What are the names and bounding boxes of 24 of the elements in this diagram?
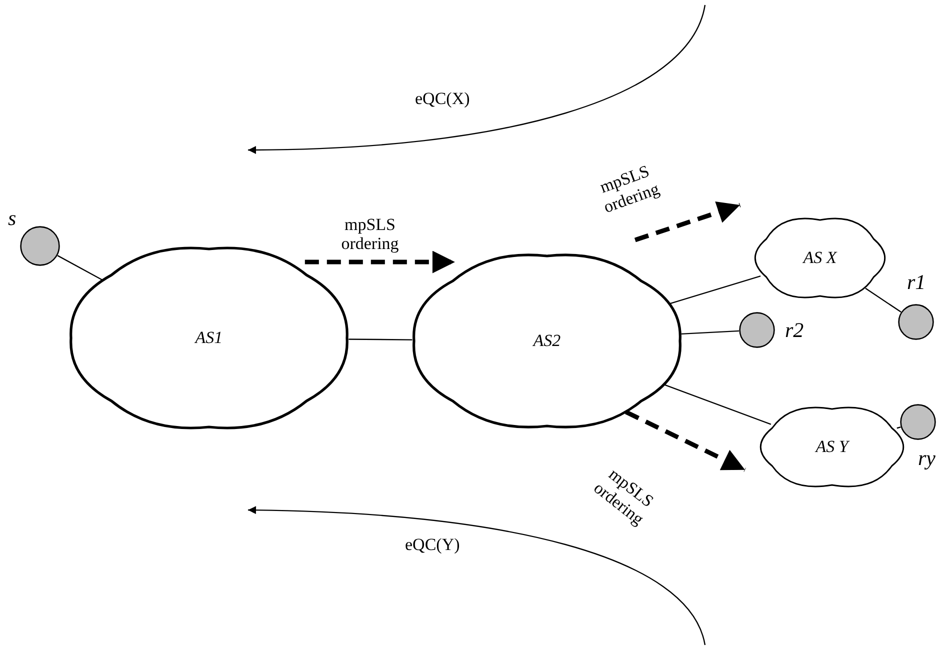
host-label: s [8,208,16,229]
connection-line [668,276,761,305]
connection-line [348,338,412,340]
network-label: AS X [803,248,837,268]
host-label: r2 [785,320,804,341]
network-label: AS1 [195,328,223,348]
connection-line [681,330,740,335]
host-circle [898,304,934,340]
network-label: AS Y [816,437,848,457]
dashed-arrow [634,201,741,242]
connection-line [663,384,772,425]
flow-label: eQC(X) [415,90,470,107]
connection-line [896,426,901,429]
dashed-arrow [304,250,455,274]
host-label: ry [918,448,936,469]
host-circle [900,404,936,440]
connection-line [865,288,902,313]
host-circle [20,226,60,266]
host-circle [739,312,775,348]
dashed-arrow [624,410,746,472]
connection-line [57,255,102,280]
host-label: r1 [907,272,926,293]
flow-label: eQC(Y) [405,536,460,553]
network-label: AS2 [533,331,561,351]
